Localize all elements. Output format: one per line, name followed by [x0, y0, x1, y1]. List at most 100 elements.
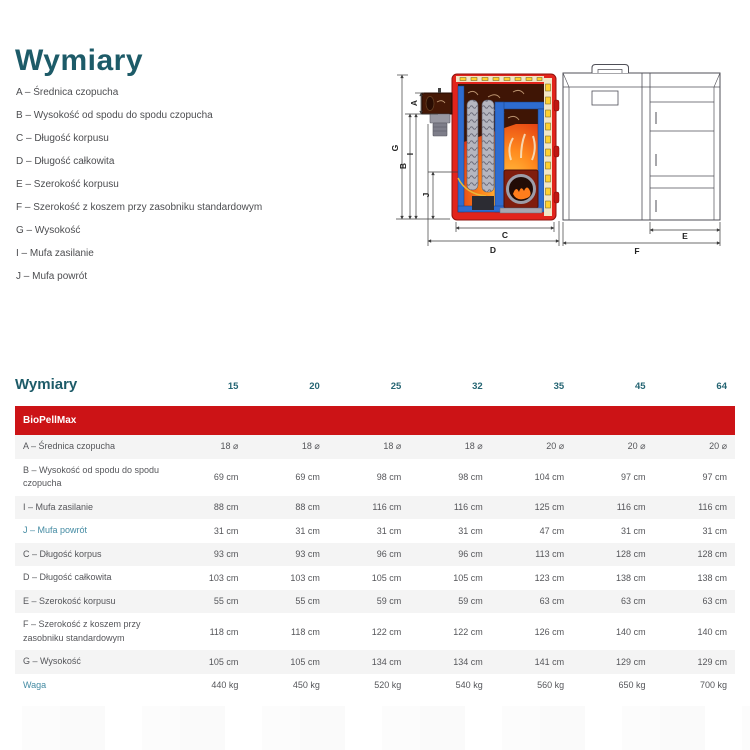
spec-value: 440 kg	[211, 680, 239, 691]
dim-label-b: B	[398, 163, 408, 169]
spec-value: 140 cm	[616, 626, 646, 637]
boiler-dimension-diagram: G A B I J C D E F	[392, 62, 742, 286]
table-row: J – Mufa powrót 31 cm 31 cm 31 cm 31 cm …	[15, 519, 735, 543]
page-title: Wymiary	[15, 44, 144, 78]
legend-item: J – Mufa powrót	[16, 271, 88, 282]
column-header: 15	[227, 381, 239, 392]
spec-value: 20 ⌀	[709, 441, 727, 452]
dim-label-c: C	[502, 230, 508, 240]
spec-value: 103 cm	[208, 572, 239, 583]
spec-value: 103 cm	[290, 572, 320, 583]
spec-value: 134 cm	[453, 656, 483, 667]
table-row: C – Długość korpus 93 cm 93 cm 96 cm 96 …	[15, 542, 735, 566]
dim-label-d: D	[490, 245, 496, 255]
table-row: Waga 440 kg 450 kg 520 kg 540 kg 560 kg …	[15, 674, 735, 698]
dim-label-i: I	[405, 153, 415, 155]
spec-label: Waga	[23, 679, 47, 690]
column-header: 20	[309, 381, 320, 392]
spec-value: 59 cm	[376, 596, 402, 607]
spec-label: G – Wysokość	[23, 656, 81, 666]
hopper-handle	[591, 64, 629, 73]
spec-value: 134 cm	[371, 656, 402, 667]
legend-item: A – Średnica czopucha	[16, 87, 119, 98]
table-row: G – Wysokość 105 cm 105 cm 134 cm 134 cm…	[15, 650, 735, 674]
flue-outlet	[421, 88, 453, 115]
spec-value: 450 kg	[292, 680, 320, 691]
spec-value: 47 cm	[539, 525, 565, 536]
fan-motor	[429, 113, 451, 137]
spec-value: 116 cm	[698, 502, 727, 513]
dimension-labels: G A B I J C D E F	[392, 100, 688, 256]
legend-item: B – Wysokość od spodu do spodu czopucha	[16, 110, 213, 121]
spec-value: 105 cm	[371, 572, 402, 583]
legend-item: C – Długość korpusu	[16, 133, 109, 144]
spec-value: 88 cm	[213, 502, 239, 513]
spec-value: 122 cm	[453, 626, 483, 637]
spec-value: 104 cm	[534, 472, 565, 482]
spec-value: 129 cm	[697, 656, 727, 667]
spec-label: J – Mufa powrót	[23, 525, 88, 535]
spec-value: 69 cm	[213, 472, 239, 482]
spec-value: 116 cm	[372, 502, 402, 513]
dimension-lines	[396, 74, 721, 246]
spec-value: 20 ⌀	[627, 441, 646, 452]
table-row: F – Szerokość z koszem przy zasobniku st…	[15, 613, 735, 650]
spec-value: 98 cm	[458, 472, 483, 482]
spec-value: 138 cm	[697, 572, 727, 583]
brand-banner: BioPellMax	[15, 406, 735, 435]
spec-value: 97 cm	[621, 472, 646, 482]
column-header: 64	[716, 381, 727, 392]
spec-value: 122 cm	[371, 626, 402, 637]
spec-value: 63 cm	[539, 596, 565, 607]
spec-value: 18 ⌀	[383, 441, 402, 452]
spec-value: 105 cm	[290, 656, 320, 667]
dim-label-a: A	[409, 100, 419, 106]
spec-value: 123 cm	[534, 572, 565, 583]
spec-value: 105 cm	[453, 572, 483, 583]
spec-value: 69 cm	[295, 472, 320, 482]
spec-value: 31 cm	[458, 525, 483, 536]
dimension-legend: A – Średnica czopucha B – Wysokość od sp…	[16, 88, 262, 295]
spec-value: 96 cm	[376, 549, 402, 560]
spec-value: 18 ⌀	[301, 441, 320, 452]
spec-value: 31 cm	[213, 525, 239, 536]
pellet-hopper-outline	[562, 64, 721, 221]
table-header-row: Wymiary 15 20 25 32 35 45 64	[15, 376, 735, 393]
spec-value: 126 cm	[534, 626, 565, 637]
column-header: 35	[553, 381, 565, 392]
spec-value: 118 cm	[209, 626, 239, 637]
spec-value: 93 cm	[295, 549, 320, 560]
spec-value: 105 cm	[208, 656, 239, 667]
table-row: A – Średnica czopucha 18 ⌀ 18 ⌀ 18 ⌀ 18 …	[15, 435, 735, 459]
spec-value: 129 cm	[616, 656, 646, 667]
legend-item: D – Długość całkowita	[16, 156, 115, 167]
spec-value: 138 cm	[616, 572, 646, 583]
dim-label-g: G	[392, 144, 400, 151]
spec-value: 98 cm	[376, 472, 402, 482]
spec-value: 63 cm	[702, 596, 727, 607]
spec-value: 560 kg	[537, 680, 565, 691]
table-row: I – Mufa zasilanie 88 cm 88 cm 116 cm 11…	[15, 495, 735, 519]
spec-value: 97 cm	[702, 472, 727, 482]
faint-footer-pattern	[0, 706, 750, 750]
spec-label: B – Wysokość od spodu do spodu czopucha	[23, 464, 160, 489]
spec-value: 128 cm	[697, 549, 727, 560]
spec-value: 93 cm	[213, 549, 239, 560]
spec-value: 141 cm	[534, 656, 565, 667]
spec-value: 540 kg	[455, 680, 483, 691]
spec-value: 55 cm	[295, 596, 320, 607]
spec-value: 125 cm	[534, 502, 565, 513]
spec-value: 128 cm	[616, 549, 646, 560]
spec-value: 31 cm	[376, 525, 402, 536]
table-row: B – Wysokość od spodu do spodu czopucha …	[15, 459, 735, 496]
hopper-label-plate	[591, 90, 619, 106]
spec-value: 55 cm	[213, 596, 239, 607]
dim-label-e: E	[682, 231, 688, 241]
table-section-title: Wymiary	[15, 376, 78, 393]
spec-value: 59 cm	[458, 596, 483, 607]
spec-label: A – Średnica czopucha	[23, 441, 116, 451]
spec-value: 88 cm	[295, 502, 320, 513]
spec-value: 113 cm	[535, 549, 565, 560]
spec-value: 31 cm	[295, 525, 320, 536]
